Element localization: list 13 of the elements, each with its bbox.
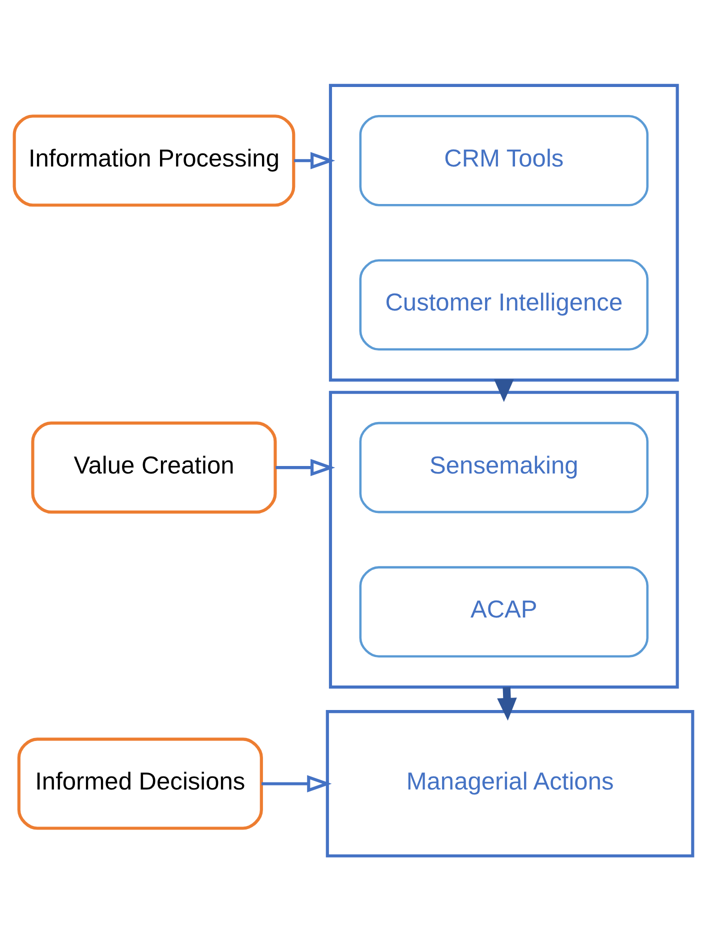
node-box: Information Processing (12, 114, 296, 207)
arrow (294, 152, 336, 170)
node-box: Customer Intelligence (359, 259, 649, 351)
node-box: Managerial Actions (326, 710, 694, 858)
cluster (328, 390, 679, 689)
arrow (497, 686, 517, 721)
node-box: CRM Tools (359, 114, 649, 206)
node-box: Informed Decisions (17, 738, 263, 830)
node-box: Sensemaking (359, 422, 649, 514)
arrow (262, 775, 332, 792)
node-box: ACAP (359, 566, 649, 658)
node-box: Value Creation (31, 422, 277, 514)
arrow (276, 458, 336, 476)
